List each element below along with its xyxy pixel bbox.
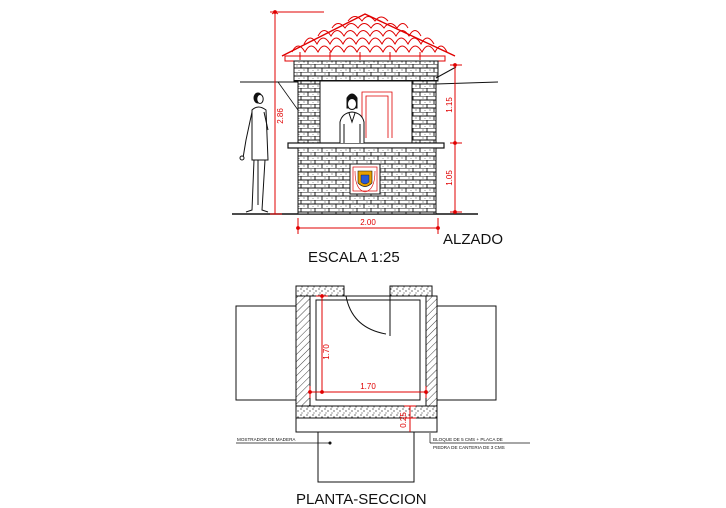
counter-slab (287, 142, 445, 149)
dim-plan-inner-width: 1.70 (360, 382, 376, 391)
plan-title: PLANTA-SECCION (296, 491, 427, 508)
side-panel-left (235, 305, 297, 401)
plan-dimensions (308, 294, 428, 432)
dim-upper-height: 1.15 (445, 97, 454, 113)
counter-top-edge (295, 417, 438, 433)
side-panel-right (436, 305, 497, 401)
note-block-line1: BLOQUE DE 5 CMS + PLACA DE (433, 437, 503, 442)
stone-pillar-right (411, 80, 437, 144)
dim-width: 2.00 (360, 218, 376, 227)
dim-lower-height: 1.05 (445, 170, 454, 186)
door-swing (345, 286, 391, 336)
stone-band-top (293, 60, 439, 82)
plan-leaders (236, 433, 530, 445)
coat-of-arms-plaque (349, 163, 381, 195)
roof (281, 13, 456, 62)
front-counter (317, 431, 415, 483)
back-door-frame (361, 91, 393, 138)
plan-view: 1.70 1.70 0.25 MOSTRADOR DE MADERA BLOQU… (235, 285, 530, 508)
plan-walls (295, 285, 438, 419)
elevation-title: ALZADO (443, 231, 503, 248)
scale-label: ESCALA 1:25 (308, 249, 400, 266)
attendant-figure (339, 93, 365, 143)
dim-plan-wall: 0.25 (399, 412, 408, 428)
dim-total-height: 2.86 (276, 108, 285, 124)
note-counter: MOSTRADOR DE MADERA (237, 437, 296, 442)
dim-plan-inner-height: 1.70 (322, 344, 331, 360)
stone-pillar-left (297, 80, 321, 144)
elevation-dimensions (270, 10, 462, 234)
human-scale-figure (239, 92, 269, 213)
elevation-view: 2.86 1.15 1.05 2.00 ALZADO ESCALA 1:25 (232, 10, 503, 266)
note-block-line2: PIEDRA DE CANTERIA DE 3 CMS (433, 445, 505, 450)
